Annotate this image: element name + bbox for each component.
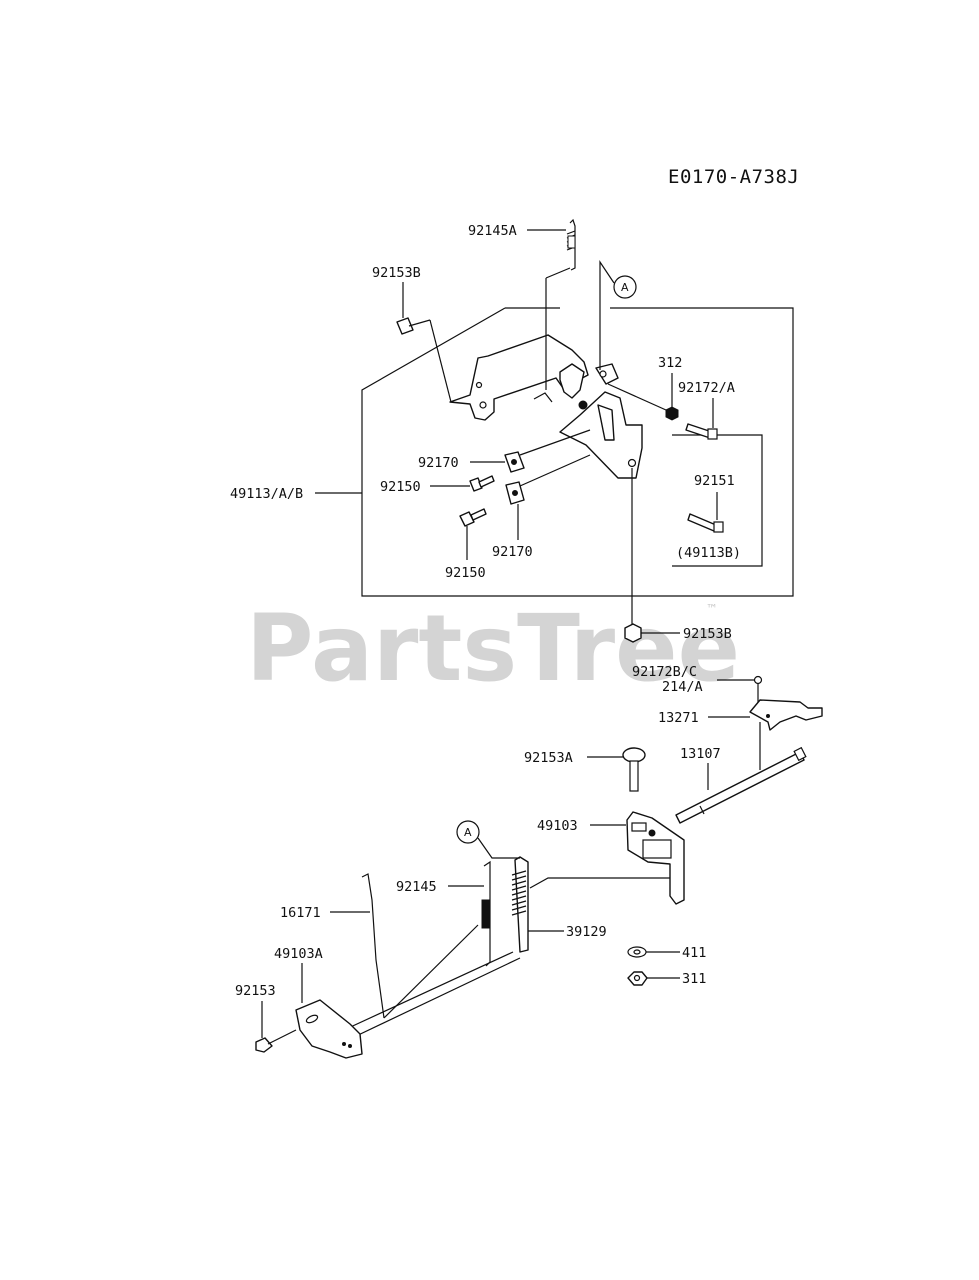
lever-39129: 39129 bbox=[511, 856, 670, 953]
callout-a-lower: A bbox=[456, 820, 520, 859]
bracket-49103A: 49103A bbox=[274, 946, 363, 1059]
svg-text:92153: 92153 bbox=[235, 983, 276, 999]
spring-92145A bbox=[545, 218, 576, 390]
washer-411: 411 bbox=[627, 945, 706, 961]
svg-text:92170: 92170 bbox=[418, 455, 459, 471]
svg-text:312: 312 bbox=[658, 355, 682, 371]
svg-text:92151: 92151 bbox=[694, 473, 735, 489]
assembly-frame-49113 bbox=[315, 307, 794, 597]
svg-text:49103: 49103 bbox=[537, 818, 578, 834]
lever-49103: 49103 bbox=[537, 811, 685, 905]
nut-311: 311 bbox=[627, 971, 706, 987]
svg-text:92153A: 92153A bbox=[524, 750, 573, 766]
screw-92172BC: 92172B/C 214/A bbox=[632, 664, 763, 703]
svg-text:92170: 92170 bbox=[492, 544, 533, 560]
bolt-92153A: 92153A bbox=[524, 747, 646, 792]
svg-text:(49113B): (49113B) bbox=[676, 545, 741, 561]
svg-text:311: 311 bbox=[682, 971, 706, 987]
svg-text:A: A bbox=[621, 281, 629, 294]
plate-13271: 13271 bbox=[658, 699, 823, 770]
bolt-92153B-top: 92153B bbox=[372, 265, 452, 403]
svg-text:A: A bbox=[464, 826, 472, 839]
watermark-trademark: ™ bbox=[706, 602, 718, 616]
bolt-92151: 92151 (49113B) bbox=[676, 473, 741, 561]
svg-text:16171: 16171 bbox=[280, 905, 321, 921]
label-92145A: 92145A bbox=[468, 223, 517, 239]
spring-92145: 92145 bbox=[396, 860, 491, 967]
label-92153B-top: 92153B bbox=[372, 265, 421, 281]
rod-16171: 16171 bbox=[280, 873, 385, 1019]
nut-312: 312 bbox=[607, 355, 682, 421]
screw-92150-b: 92150 bbox=[445, 508, 487, 581]
svg-text:92150: 92150 bbox=[380, 479, 421, 495]
bolt-92153B-mid: 92153B bbox=[624, 623, 732, 643]
svg-text:92153B: 92153B bbox=[683, 626, 732, 642]
diagram-code: E0170-A738J bbox=[668, 166, 799, 188]
callout-a-top: A bbox=[599, 260, 637, 370]
svg-text:214/A: 214/A bbox=[662, 679, 703, 695]
svg-text:13271: 13271 bbox=[658, 710, 699, 726]
svg-text:92172B/C: 92172B/C bbox=[632, 664, 697, 680]
svg-text:411: 411 bbox=[682, 945, 706, 961]
svg-text:39129: 39129 bbox=[566, 924, 607, 940]
throttle-shaft bbox=[343, 951, 514, 1031]
screw-92150-a: 92150 bbox=[380, 475, 495, 495]
label-49113AB: 49113/A/B bbox=[230, 486, 303, 502]
clip-92170-b: 92170 bbox=[492, 454, 591, 560]
bolt-92153: 92153 bbox=[235, 983, 297, 1053]
svg-text:92145: 92145 bbox=[396, 879, 437, 895]
shaft-13107: 13107 bbox=[675, 746, 807, 824]
bolt-92172A: 92172/A bbox=[678, 380, 735, 440]
governor-lever-plate bbox=[559, 391, 643, 479]
watermark: PartsTree bbox=[246, 595, 740, 702]
control-lever bbox=[533, 363, 619, 410]
clip-92170-a: 92170 bbox=[418, 429, 591, 473]
svg-text:13107: 13107 bbox=[680, 746, 721, 762]
svg-text:92150: 92150 bbox=[445, 565, 486, 581]
svg-text:92172/A: 92172/A bbox=[678, 380, 735, 396]
svg-text:49103A: 49103A bbox=[274, 946, 323, 962]
